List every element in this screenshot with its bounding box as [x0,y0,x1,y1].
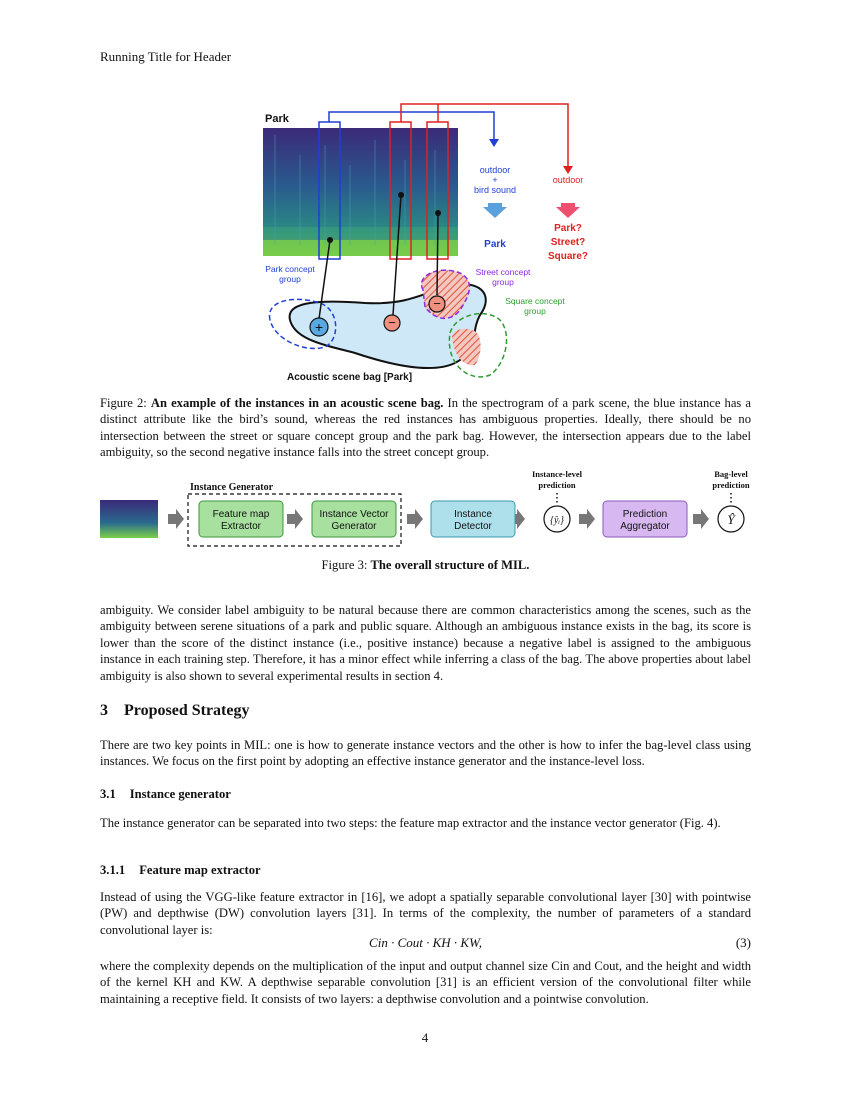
body-paragraph-4: Instead of using the VGG-like feature ex… [100,890,751,937]
square-group-label-2: group [524,306,546,316]
instance-detector-label-1: Instance [454,509,492,520]
square-concept-group [448,312,508,378]
outdoor-bird-line1: outdoor [480,165,511,175]
instance-level-label-1: Instance-level [532,469,583,479]
negative-instance-circle-2 [428,295,446,313]
figure-2: Park outdoor + bird sound outdoor Park P… [263,103,588,383]
body-paragraph-1: ambiguity. We consider label ambiguity t… [100,603,751,683]
instance-vector-generator-box [311,500,397,538]
outdoor-bird-line3: bird sound [474,185,516,195]
figure-3-caption: Figure 3: The overall structure of MIL. [321,558,530,572]
instance-detector-box [430,500,516,538]
plus-symbol: + [315,319,323,335]
yi-symbol: {ŷᵢ} [550,515,564,526]
arrow-5 [579,509,595,529]
arrow-6 [693,509,709,529]
equation-expression: Cin · Cout · KH · KW, [369,935,482,950]
red-down-arrow [556,207,580,218]
minus-symbol-1: − [388,315,396,330]
square-group-label-1: Square concept [505,296,565,306]
outdoor-bird-line2: + [492,175,497,185]
body-paragraph-5: where the complexity depends on the mult… [100,959,751,1006]
running-header: Running Title for Header [100,49,232,64]
instance-vector-label-2: Generator [331,521,377,532]
body-paragraph-2: There are two key points in MIL: one is … [100,738,751,769]
street-group-label-2: group [492,277,514,287]
park-label: Park [265,113,290,125]
prediction-aggregator-box [602,500,688,538]
feature-map-label-2: Extractor [221,521,262,532]
prediction-agg-label-1: Prediction [623,509,667,520]
negative-instance-circle-1 [383,314,401,332]
instance-level-label-2: prediction [538,480,575,490]
figure-3: Instance Generator Feature map Extractor… [100,469,750,547]
spectrogram [263,128,458,256]
Y-symbol: Ŷ [727,512,736,527]
park-group-label-1: Park concept [265,264,315,274]
arrow-2 [287,509,303,529]
feature-map-label-1: Feature map [213,509,270,520]
park-concept-group [268,298,337,350]
instance-detector-label-2: Detector [454,521,492,532]
result-street-q: Street? [551,237,585,248]
page-number: 4 [421,1030,429,1045]
bag-label: Acoustic scene bag [Park] [287,372,412,383]
equation-number: (3) [735,935,751,950]
figure-2-caption: Figure 2: An example of the instances in… [100,396,751,460]
result-park: Park [484,239,506,250]
positive-instance-circle [309,317,329,337]
prediction-agg-label-2: Aggregator [620,521,670,532]
outdoor-red-label: outdoor [553,175,584,185]
bag-level-label-1: Bag-level [714,469,748,479]
park-group-label-2: group [279,274,301,284]
arrow-3 [407,509,423,529]
result-square-q: Square? [548,251,588,262]
arrow-1 [168,509,184,529]
instance-generator-box [187,493,402,547]
input-spectrogram [100,500,158,538]
minus-symbol-2: − [433,296,441,311]
instance-vector-label-1: Instance Vector [320,509,390,520]
body-paragraph-3: The instance generator can be separated … [100,816,721,830]
bag-level-label-2: prediction [712,480,749,490]
feature-map-extractor-box [198,500,284,538]
instance-prediction-circle [543,505,571,533]
blue-down-arrow [483,207,507,218]
instance-generator-label: Instance Generator [190,482,274,493]
bag-prediction-circle [717,505,745,533]
street-group-label-1: Street concept [476,267,531,277]
result-park-q: Park? [554,223,582,234]
